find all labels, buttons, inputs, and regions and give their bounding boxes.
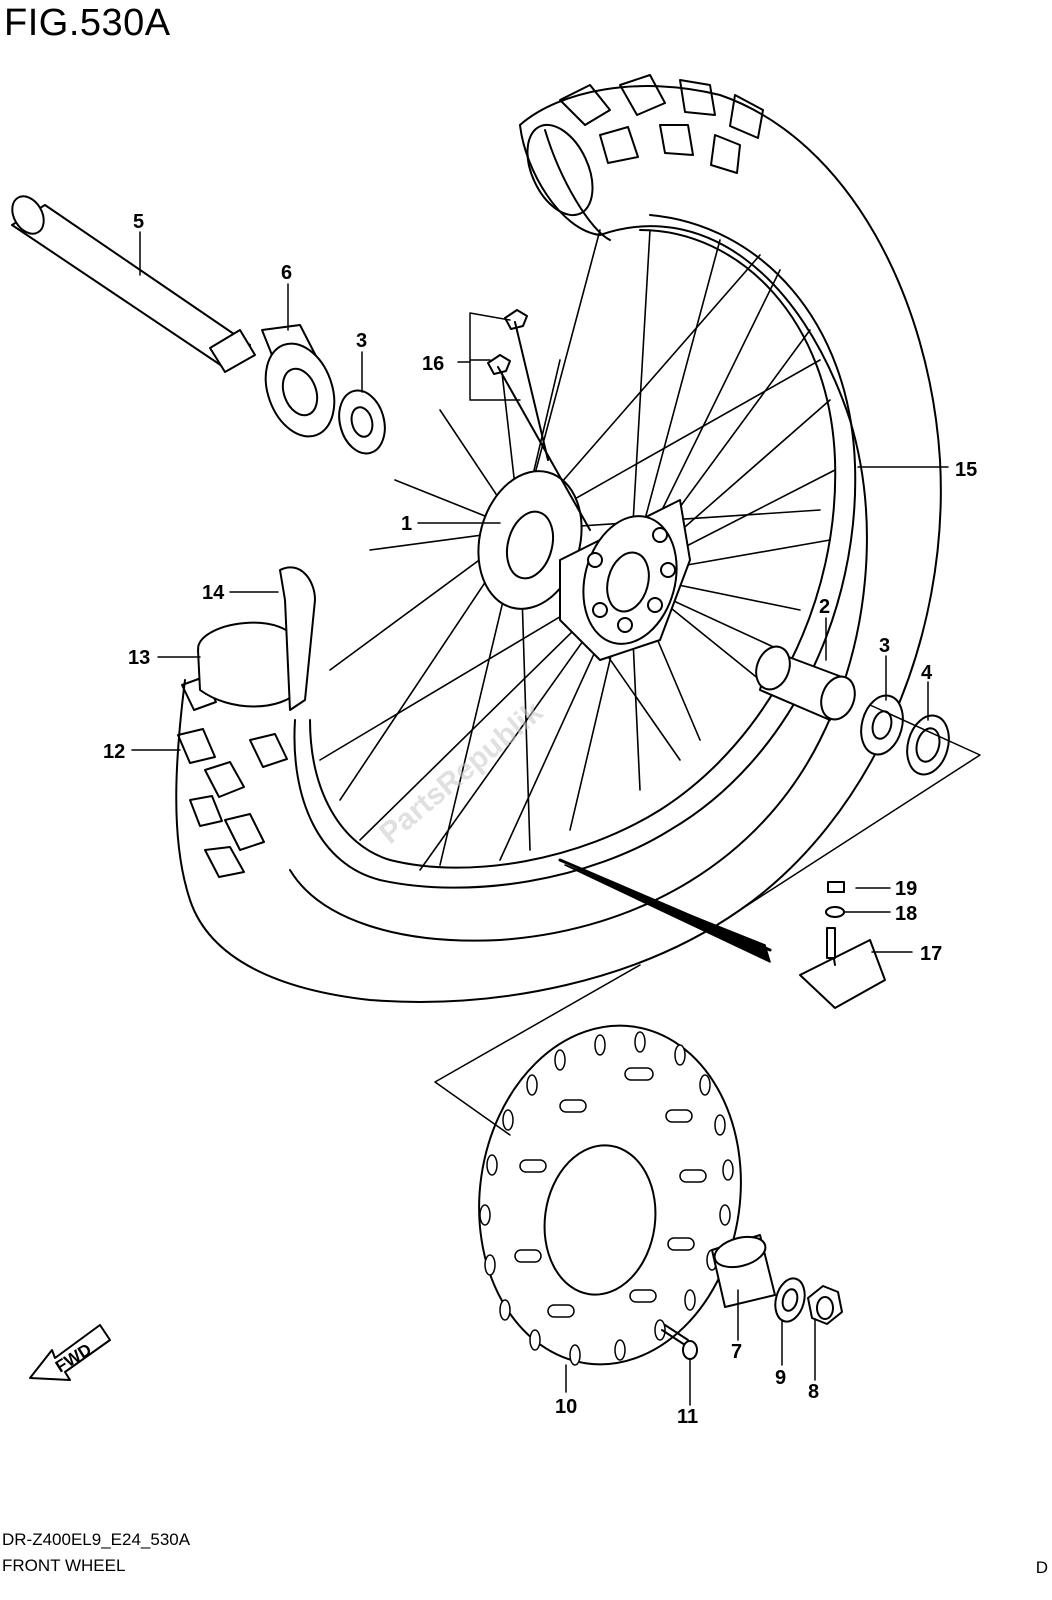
washer-left — [774, 1277, 806, 1323]
callout-11: 11 — [677, 1406, 698, 1428]
model-code: DR-Z400EL9_E24_530A — [2, 1530, 191, 1549]
bearing-lower — [860, 694, 904, 756]
fwd-arrow-icon — [29, 1324, 111, 1381]
hub — [477, 470, 691, 661]
bearing-upper — [338, 389, 386, 455]
tire — [175, 74, 942, 1003]
spacer-left — [711, 1234, 776, 1308]
spacer — [755, 645, 856, 721]
assembly-lines — [434, 312, 981, 1136]
callout-1: 1 — [401, 513, 412, 535]
tube — [197, 566, 316, 711]
callout-4: 4 — [921, 662, 933, 684]
part-callouts: 5 6 3 16 1 15 2 3 4 14 13 12 19 18 17 10… — [103, 211, 977, 1428]
callout-10: 10 — [555, 1396, 577, 1418]
watermark: PartsRepublik — [373, 695, 549, 850]
callout-15: 15 — [955, 459, 977, 481]
spoke-nipples — [487, 309, 591, 531]
figure-name: FRONT WHEEL — [2, 1556, 126, 1575]
callout-9: 9 — [775, 1367, 786, 1389]
callout-13: 13 — [128, 647, 150, 669]
callout-19: 19 — [895, 878, 917, 900]
collar — [261, 324, 336, 438]
oil-seal — [906, 714, 950, 776]
axle-nut — [807, 1285, 843, 1325]
callout-5: 5 — [133, 211, 144, 233]
figure-title: FIG.530A — [4, 2, 171, 44]
leader-lines — [131, 231, 949, 1406]
disc-bolt — [661, 1324, 698, 1360]
callout-17: 17 — [920, 943, 942, 965]
callout-3b: 3 — [879, 635, 890, 657]
callout-7: 7 — [731, 1341, 742, 1363]
corner-mark: D — [1035, 1558, 1048, 1577]
brake-disc — [478, 1024, 742, 1366]
rim — [293, 214, 857, 889]
callout-12: 12 — [103, 741, 125, 763]
axle — [11, 195, 256, 373]
callout-16: 16 — [422, 353, 444, 375]
callout-8: 8 — [808, 1381, 819, 1403]
callout-14: 14 — [202, 582, 225, 604]
callout-6: 6 — [281, 262, 292, 284]
callout-18: 18 — [895, 903, 917, 925]
rim-lock — [799, 881, 886, 1009]
callout-3a: 3 — [356, 330, 367, 352]
callout-2: 2 — [819, 596, 830, 618]
